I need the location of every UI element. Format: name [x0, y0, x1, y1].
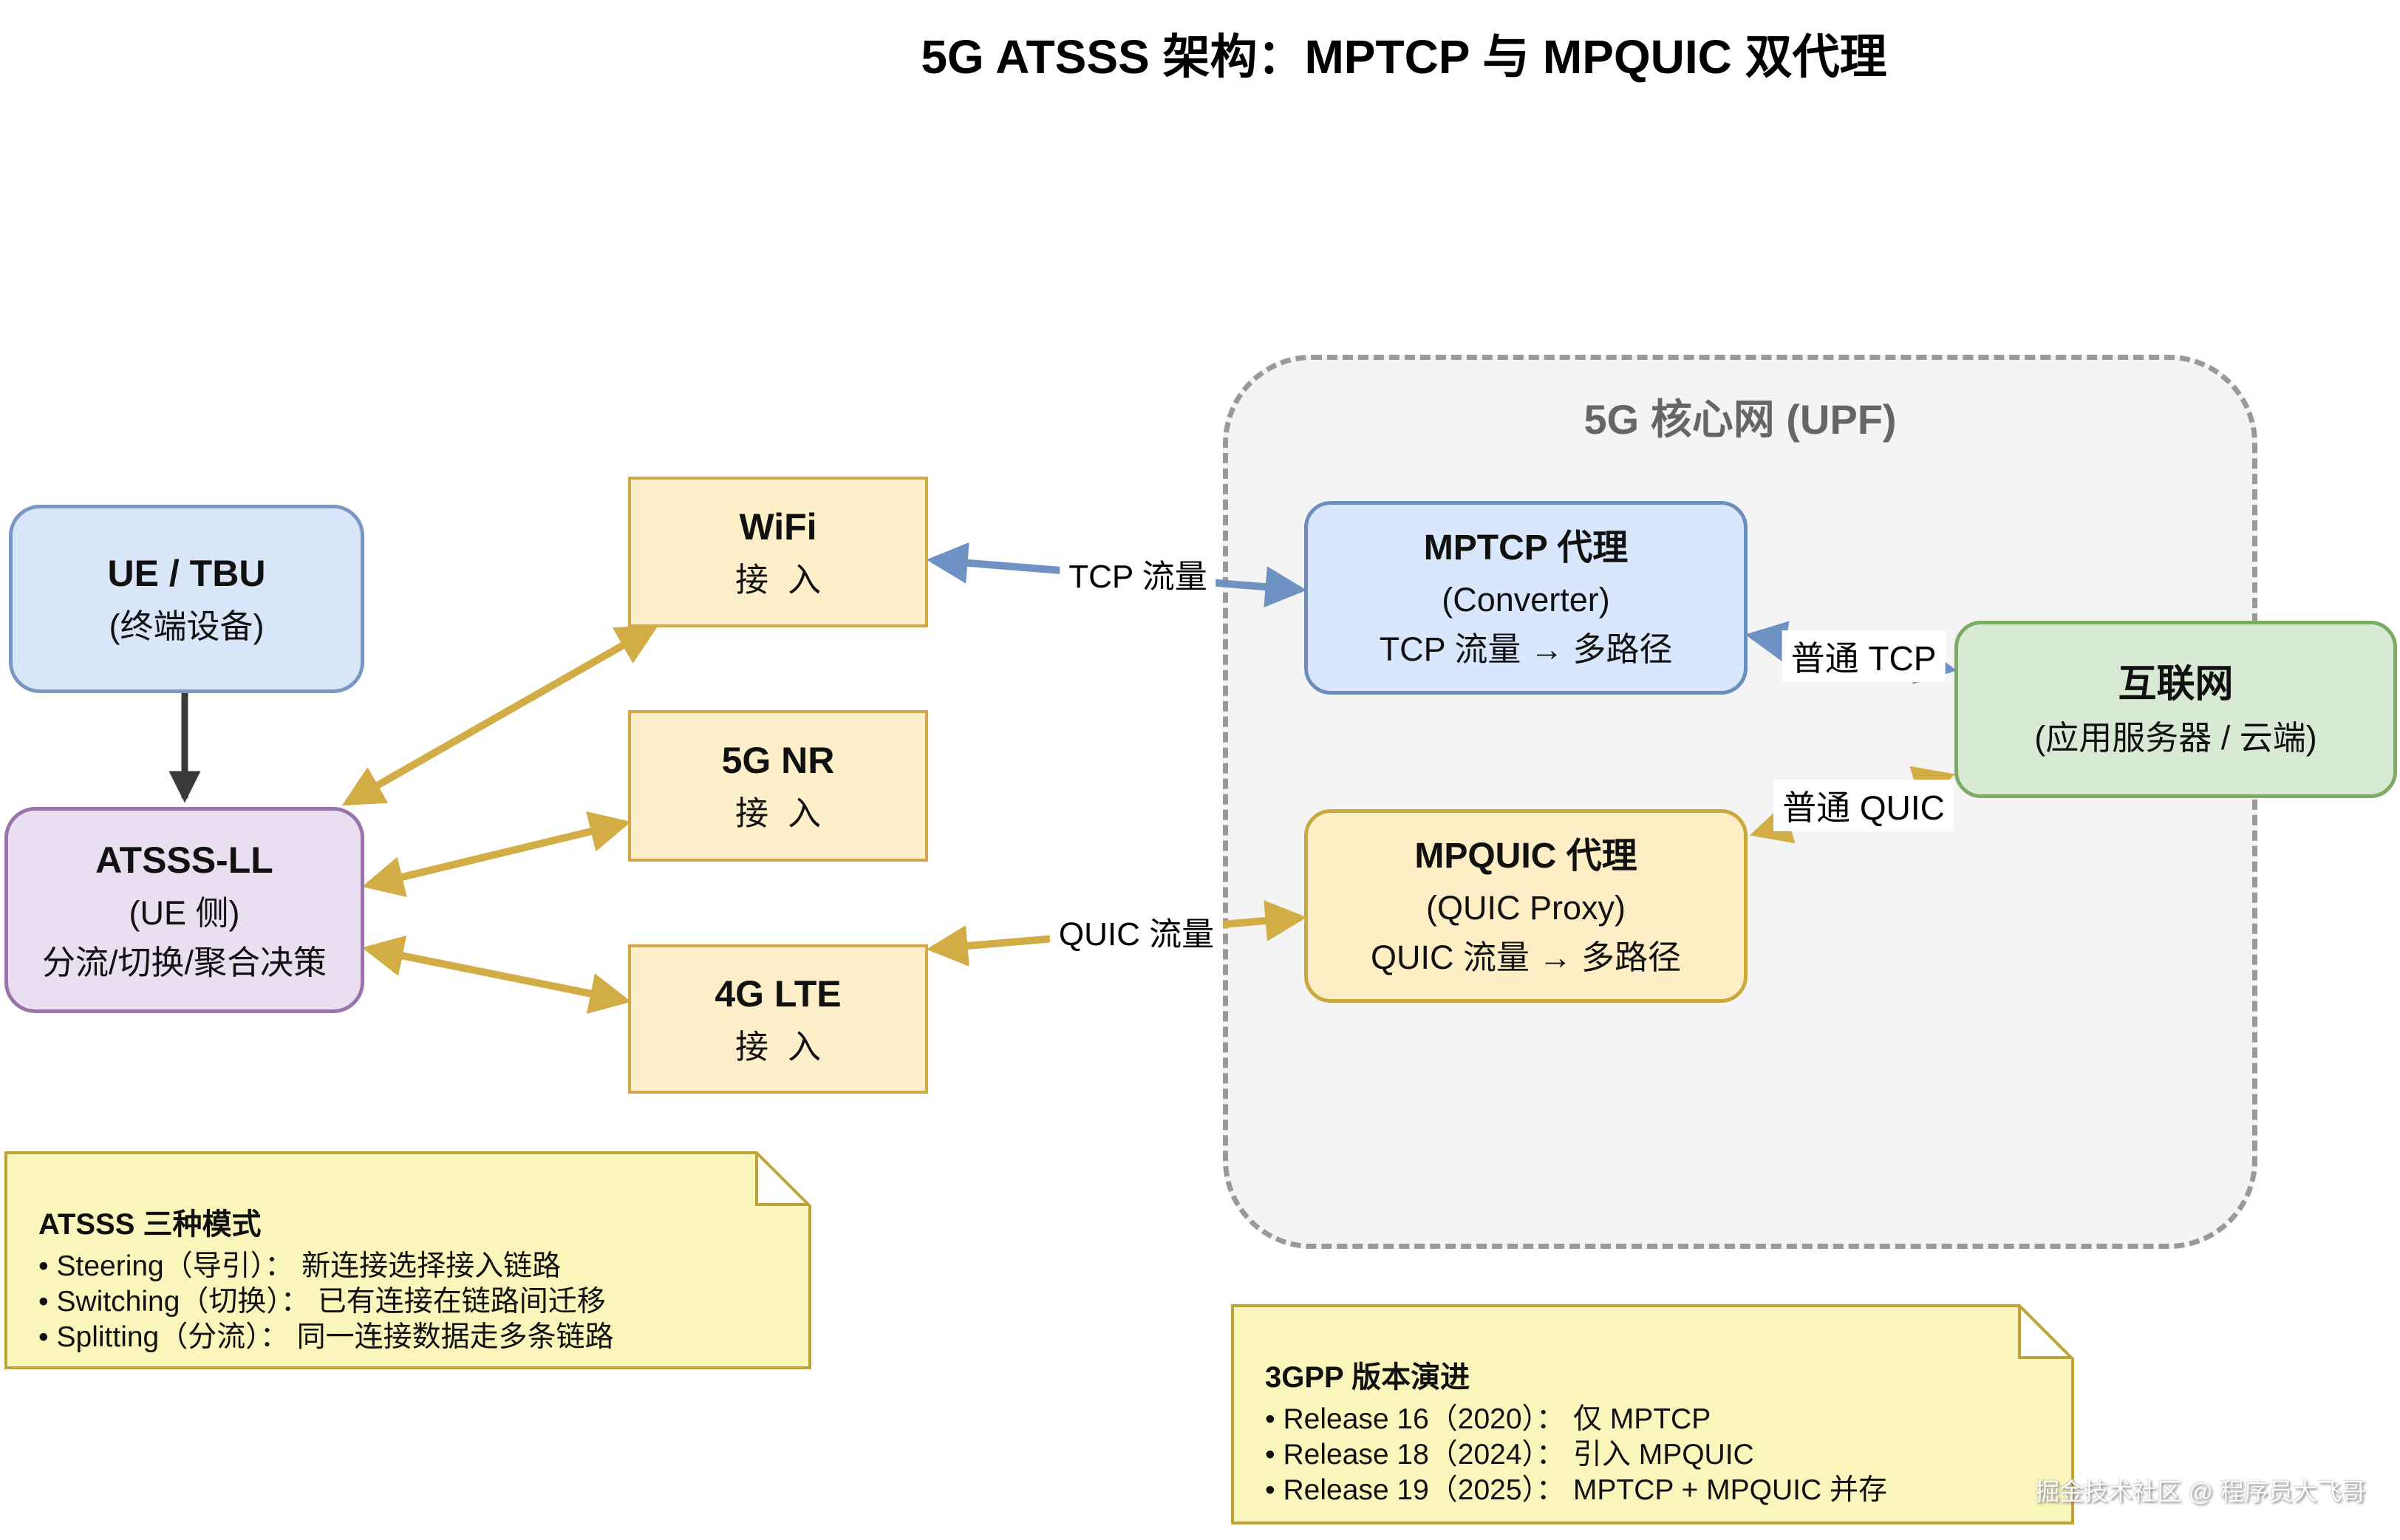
note-releases-item: • Release 19（2025）： MPTCP + MPQUIC 并存: [1265, 1474, 1887, 1506]
node-mpquic-proxy: MPQUIC 代理 (QUIC Proxy) QUIC 流量 → 多路径: [1304, 809, 1748, 1003]
atsss-desc: 分流/切换/聚合决策: [41, 944, 327, 981]
note-modes-item: • Splitting（分流）： 同一连接数据走多条链路: [38, 1321, 614, 1353]
upf-core-label: 5G 核心网 (UPF): [1583, 396, 1897, 443]
note-releases-item: • Release 18（2024）： 引入 MPQUIC: [1265, 1439, 1754, 1471]
node-ue-tbu: UE / TBU (终端设备): [9, 505, 364, 693]
node-atsss-ll: ATSSS-LL (UE 侧) 分流/切换/聚合决策: [4, 807, 364, 1013]
internet-subtitle: (应用服务器 / 云端): [2034, 719, 2317, 757]
edge-label-plain-quic: 普通 QUIC: [1773, 780, 1954, 831]
diagram-title: 5G ATSSS 架构：MPTCP 与 MPQUIC 双代理: [921, 30, 1887, 84]
note-modes-title: ATSSS 三种模式: [38, 1208, 262, 1241]
arrow-atsss-4glte: [361, 935, 632, 1015]
atsss-title: ATSSS-LL: [95, 839, 273, 881]
atsss-subtitle: (UE 侧): [129, 893, 240, 932]
node-internet: 互联网 (应用服务器 / 云端): [1954, 621, 2397, 798]
node-4glte-access: 4G LTE 接入: [628, 944, 928, 1094]
note-fold-icon: [2018, 1304, 2074, 1359]
note-modes-item: • Steering（导引）： 新连接选择接入链路: [38, 1250, 562, 1282]
note-fold-icon: [755, 1151, 811, 1206]
mptcp-title: MPTCP 代理: [1423, 528, 1629, 568]
edge-label-plain-tcp: 普通 TCP: [1782, 630, 1946, 682]
edge-label-tcp-traffic: TCP 流量: [1060, 548, 1216, 599]
arrow-atsss-5gnr: [361, 811, 632, 898]
node-wifi-access: WiFi 接入: [628, 477, 928, 627]
wifi-title: WiFi: [739, 505, 817, 548]
note-atsss-modes: ATSSS 三种模式 • Steering（导引）： 新连接选择接入链路 • S…: [4, 1151, 811, 1369]
ue-title: UE / TBU: [107, 553, 266, 595]
5gnr-subtitle: 接入: [734, 794, 840, 833]
watermark: 掘金技术社区 @ 程序员大飞哥: [2035, 1478, 2366, 1505]
ue-subtitle: (终端设备): [109, 607, 265, 646]
4glte-title: 4G LTE: [715, 972, 842, 1015]
note-releases-item: • Release 16（2020）： 仅 MPTCP: [1265, 1403, 1711, 1435]
mpquic-title: MPQUIC 代理: [1414, 836, 1637, 876]
5gnr-title: 5G NR: [721, 740, 835, 782]
mpquic-subtitle: (QUIC Proxy): [1426, 888, 1626, 927]
4glte-subtitle: 接入: [734, 1027, 840, 1066]
mpquic-desc: QUIC 流量 → 多路径: [1370, 938, 1681, 976]
node-5gnr-access: 5G NR 接入: [628, 710, 928, 862]
node-mptcp-proxy: MPTCP 代理 (Converter) TCP 流量 → 多路径: [1304, 501, 1748, 695]
mptcp-subtitle: (Converter): [1442, 580, 1610, 619]
note-releases-title: 3GPP 版本演进: [1265, 1361, 1470, 1394]
arrow-atsss-wifi: [341, 624, 659, 806]
edge-label-quic-traffic: QUIC 流量: [1049, 906, 1224, 956]
note-modes-item: • Switching（切换）： 已有连接在链路间迁移: [38, 1286, 606, 1318]
mptcp-desc: TCP 流量 → 多路径: [1379, 630, 1673, 668]
internet-title: 互联网: [2118, 663, 2234, 706]
note-3gpp-releases: 3GPP 版本演进 • Release 16（2020）： 仅 MPTCP • …: [1231, 1304, 2074, 1524]
wifi-subtitle: 接入: [734, 560, 840, 599]
